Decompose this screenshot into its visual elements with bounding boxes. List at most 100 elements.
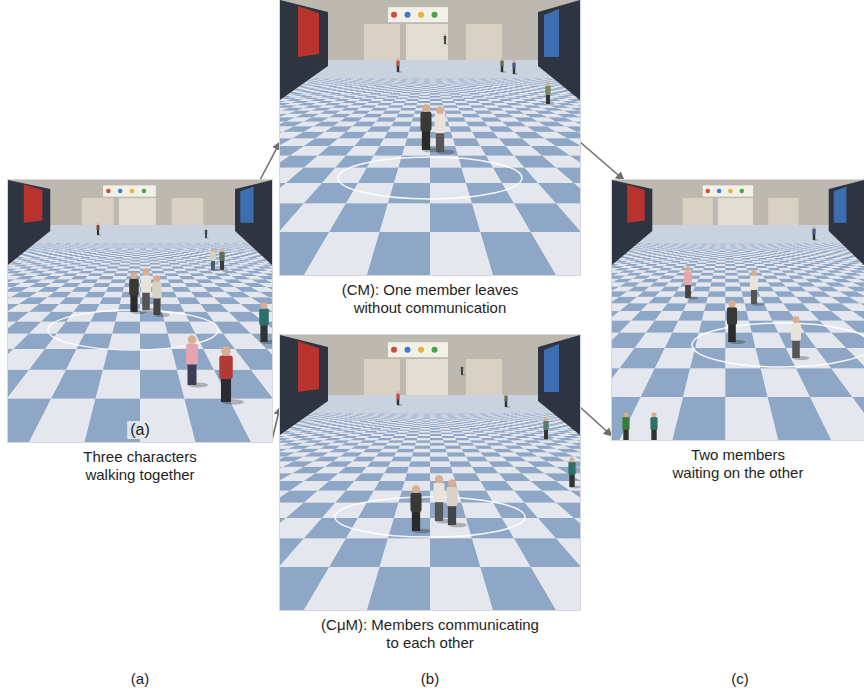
floor-tile: [135, 245, 140, 247]
floor-tile: [113, 258, 123, 259]
floor-tile: [146, 248, 152, 250]
floor-tile: [372, 92, 384, 93]
floor-tile: [103, 260, 113, 262]
floor-tile: [135, 244, 140, 245]
person-torso: [259, 309, 269, 326]
floor-tile: [128, 268, 140, 270]
floor-tile: [205, 243, 211, 244]
floor-tile: [92, 261, 103, 263]
floor-tile: [102, 243, 107, 244]
floor-tile: [135, 246, 141, 248]
floor-tile: [116, 243, 121, 244]
floor-tile: [159, 249, 166, 251]
floor-tile: [103, 349, 140, 370]
floor-tile: [235, 349, 272, 370]
floor-tile: [113, 250, 120, 252]
floor-tile: [367, 94, 380, 95]
left-storefront-sign: [24, 185, 42, 223]
floor-tile: [556, 203, 580, 232]
floor-tile: [418, 99, 430, 101]
person-legs: [153, 297, 160, 315]
floor-tile: [388, 105, 404, 108]
person-head: [131, 272, 138, 279]
floor-tile: [140, 246, 146, 248]
floor-tile: [449, 92, 459, 93]
floor-tile: [153, 250, 160, 252]
floor-tile: [129, 246, 135, 248]
floor-tile: [135, 245, 140, 247]
floor-tile: [169, 263, 180, 265]
floor-tile: [133, 250, 140, 252]
floor-tile: [393, 91, 403, 92]
floor-tile: [103, 292, 123, 298]
floor-tile: [100, 297, 122, 304]
floor-tile: [118, 246, 124, 248]
floor-tile: [367, 126, 391, 132]
shop-door: [406, 24, 448, 60]
floor-tile: [98, 243, 104, 244]
poster-dot: [106, 189, 111, 194]
person-torso: [129, 279, 139, 296]
floor-tile: [148, 255, 156, 256]
floor-tile: [140, 254, 148, 255]
floor-tile: [402, 91, 412, 92]
floor-tile: [129, 265, 140, 267]
floor-tile: [118, 253, 126, 255]
floor-tile: [396, 114, 414, 118]
floor-tile: [145, 245, 150, 247]
floor-tile: [150, 243, 155, 244]
floor-tile: [145, 246, 151, 248]
floor-tile: [406, 99, 419, 101]
floor-tile: [155, 244, 160, 245]
floor-tile: [152, 247, 158, 249]
floor-tile: [267, 266, 272, 268]
floor-tile: [451, 96, 463, 98]
person-head: [188, 335, 197, 344]
floor-tile: [156, 246, 162, 248]
floor-tile: [146, 249, 153, 251]
person-figure: [210, 248, 220, 271]
floor-tile: [149, 243, 154, 244]
floor-tile: [448, 121, 469, 126]
floor-tile: [101, 261, 112, 263]
person-torso: [152, 282, 162, 299]
floor-tile: [105, 258, 115, 259]
floor-tile: [125, 253, 133, 255]
floor-tile: [159, 249, 166, 251]
floor-tile: [380, 114, 399, 118]
floor-tile: [112, 251, 120, 253]
floor-tile: [85, 292, 106, 298]
floor-tile: [112, 243, 117, 244]
person-torso: [210, 252, 215, 261]
floor-tile: [466, 101, 480, 103]
floor-tile: [120, 250, 127, 252]
floor-tile: [107, 256, 116, 257]
floor-tile: [262, 268, 272, 270]
floor-tile: [85, 260, 96, 262]
floor-tile: [165, 273, 180, 276]
floor-tile: [140, 253, 147, 255]
floor-tile: [259, 292, 272, 298]
floor-tile: [572, 114, 580, 118]
floor-tile: [563, 111, 580, 114]
floor-tile: [388, 126, 411, 132]
floor-tile: [163, 243, 168, 244]
floor-tile: [127, 249, 134, 251]
floor-tile: [329, 203, 388, 232]
floor-tile: [430, 203, 480, 232]
floor-tile: [87, 254, 96, 255]
floor-tile: [173, 268, 186, 270]
floor-tile: [453, 99, 466, 101]
floor-tile: [100, 255, 109, 256]
floor-tile: [106, 257, 116, 258]
floor-tile: [304, 232, 380, 275]
floor-tile: [399, 94, 410, 95]
poster-dot: [405, 12, 411, 18]
floor-tile: [420, 92, 430, 93]
floor-tile: [155, 243, 160, 244]
floor-tile: [468, 103, 483, 105]
floor-tile: [430, 92, 440, 93]
floor-tile: [121, 243, 126, 244]
floor-tile: [390, 93, 401, 94]
floor-tile: [440, 93, 451, 94]
